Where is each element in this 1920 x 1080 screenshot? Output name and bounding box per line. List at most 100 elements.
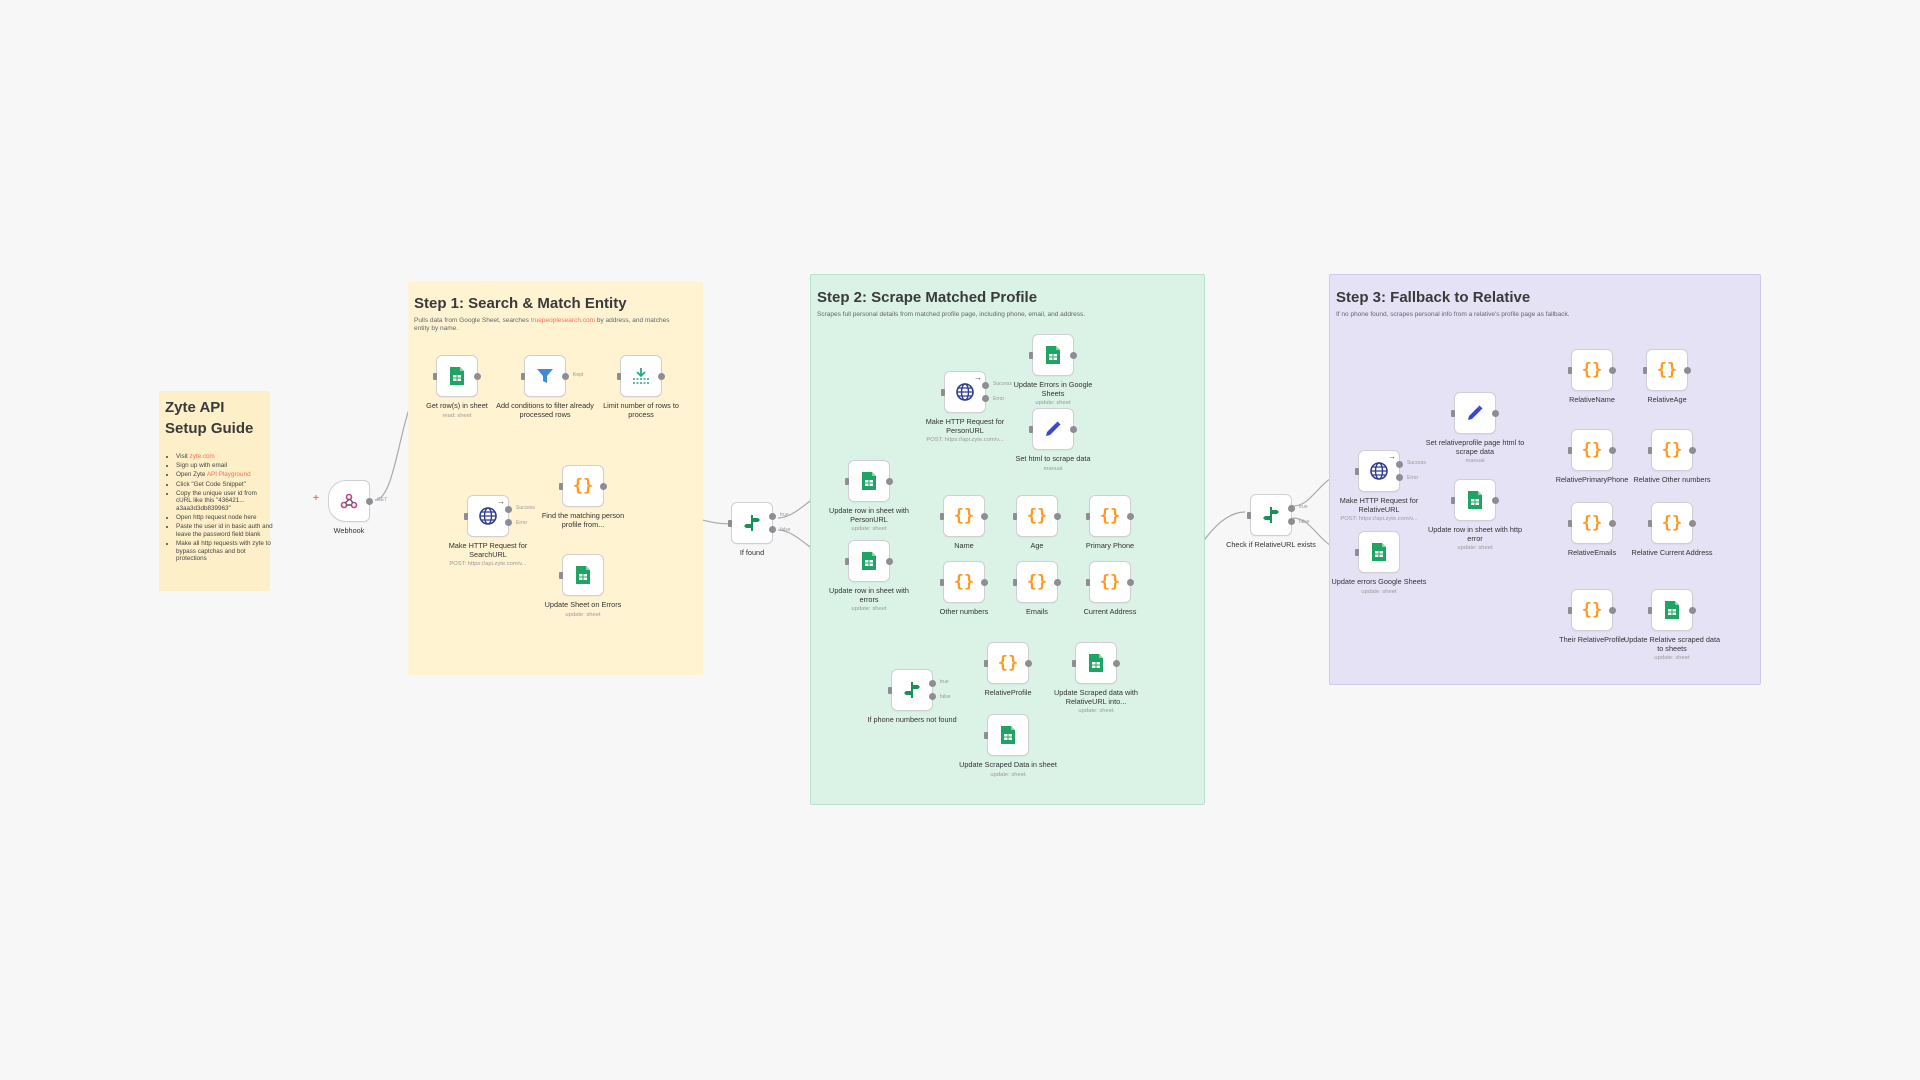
input-port[interactable] bbox=[1029, 425, 1033, 433]
input-port[interactable] bbox=[1568, 446, 1572, 454]
output-port-true[interactable] bbox=[769, 512, 776, 520]
output-port[interactable] bbox=[366, 497, 373, 505]
node-check-relativeurl[interactable]: true false Check if RelativeURL exists bbox=[1226, 494, 1316, 549]
input-port[interactable] bbox=[984, 731, 988, 739]
output-port[interactable] bbox=[1492, 409, 1499, 417]
output-port[interactable] bbox=[1070, 351, 1077, 359]
input-port[interactable] bbox=[617, 372, 621, 380]
input-port[interactable] bbox=[1648, 606, 1652, 614]
input-port[interactable] bbox=[1451, 409, 1455, 417]
node-webhook[interactable]: GET Webhook bbox=[328, 480, 387, 535]
output-port[interactable] bbox=[1609, 519, 1616, 527]
output-port[interactable] bbox=[886, 477, 893, 485]
node-emails[interactable]: {} Emails bbox=[1013, 561, 1061, 616]
output-port[interactable] bbox=[981, 512, 988, 520]
output-port-error[interactable] bbox=[505, 519, 512, 527]
node-their-relative-profile[interactable]: {} Their RelativeProfile bbox=[1559, 589, 1625, 644]
node-http-person[interactable]: → Success Error Make HTTP Request for Pe… bbox=[926, 371, 1012, 443]
output-port[interactable] bbox=[1689, 446, 1696, 454]
node-filter[interactable]: Kept Add conditions to filter already pr… bbox=[496, 355, 594, 418]
node-http-relative[interactable]: → Success Error Make HTTP Request for Re… bbox=[1340, 450, 1426, 522]
node-relative-profile[interactable]: {} RelativeProfile bbox=[984, 642, 1032, 697]
guide-link[interactable]: zyte.com bbox=[189, 453, 215, 460]
output-port[interactable] bbox=[1492, 496, 1499, 504]
node-primary-phone[interactable]: {} Primary Phone bbox=[1086, 495, 1134, 550]
node-relative-primary-phone[interactable]: {} RelativePrimaryPhone bbox=[1556, 429, 1628, 484]
input-port[interactable] bbox=[1648, 446, 1652, 454]
node-relative-name[interactable]: {} RelativeName bbox=[1568, 349, 1616, 404]
input-port[interactable] bbox=[940, 578, 944, 586]
guide-link[interactable]: API Playground bbox=[206, 471, 251, 479]
input-port[interactable] bbox=[521, 372, 525, 380]
output-port[interactable] bbox=[1113, 659, 1120, 667]
output-port-success[interactable] bbox=[982, 381, 989, 389]
output-port[interactable] bbox=[1689, 606, 1696, 614]
output-port-error[interactable] bbox=[982, 395, 989, 403]
input-port[interactable] bbox=[1247, 511, 1251, 519]
output-port[interactable] bbox=[1054, 512, 1061, 520]
output-port-success[interactable] bbox=[1396, 460, 1403, 468]
node-name[interactable]: {} Name bbox=[940, 495, 988, 550]
input-port[interactable] bbox=[559, 571, 563, 579]
input-port[interactable] bbox=[1648, 519, 1652, 527]
node-limit[interactable]: Limit number of rows to process bbox=[603, 355, 679, 418]
input-port[interactable] bbox=[1451, 496, 1455, 504]
input-port[interactable] bbox=[1013, 512, 1017, 520]
output-port[interactable] bbox=[658, 372, 665, 380]
output-port[interactable] bbox=[1127, 512, 1134, 520]
output-port[interactable] bbox=[562, 372, 569, 380]
input-port[interactable] bbox=[464, 512, 468, 520]
output-port[interactable] bbox=[1609, 606, 1616, 614]
input-port[interactable] bbox=[1568, 519, 1572, 527]
input-port[interactable] bbox=[1013, 578, 1017, 586]
output-port[interactable] bbox=[1609, 366, 1616, 374]
input-port[interactable] bbox=[1568, 366, 1572, 374]
output-port[interactable] bbox=[981, 578, 988, 586]
output-port[interactable] bbox=[1609, 446, 1616, 454]
output-port[interactable] bbox=[600, 482, 607, 490]
input-port[interactable] bbox=[559, 482, 563, 490]
node-relative-other-numbers[interactable]: {} Relative Other numbers bbox=[1633, 429, 1711, 484]
node-find-match[interactable]: {} Find the matching person profile from… bbox=[542, 465, 624, 528]
node-relative-current-address[interactable]: {} Relative Current Address bbox=[1631, 502, 1713, 557]
input-port[interactable] bbox=[888, 686, 892, 694]
output-port-success[interactable] bbox=[505, 505, 512, 513]
node-set-relative-html[interactable]: Set relativeprofile page html to scrape … bbox=[1426, 392, 1524, 464]
output-port[interactable] bbox=[1054, 578, 1061, 586]
input-port[interactable] bbox=[1086, 578, 1090, 586]
input-port[interactable] bbox=[845, 477, 849, 485]
output-port[interactable] bbox=[886, 557, 893, 565]
output-port[interactable] bbox=[1127, 578, 1134, 586]
input-port[interactable] bbox=[1029, 351, 1033, 359]
input-port[interactable] bbox=[1086, 512, 1090, 520]
node-if-phone-not-found[interactable]: true false If phone numbers not found bbox=[867, 669, 957, 724]
output-port-false[interactable] bbox=[769, 526, 776, 534]
node-update-scraped-relativeurl[interactable]: Update Scraped data with RelativeURL int… bbox=[1054, 642, 1138, 714]
step1-link[interactable]: truepeoplesearch.com bbox=[530, 317, 596, 324]
output-port[interactable] bbox=[474, 372, 481, 380]
setup-guide-sticky[interactable]: Zyte API Setup Guide Visit zyte.com Sign… bbox=[159, 391, 273, 591]
input-port[interactable] bbox=[941, 388, 945, 396]
output-port[interactable] bbox=[1684, 366, 1691, 374]
input-port[interactable] bbox=[433, 372, 437, 380]
input-port[interactable] bbox=[728, 519, 732, 527]
output-port-true[interactable] bbox=[1288, 504, 1295, 512]
input-port[interactable] bbox=[1355, 467, 1359, 475]
output-port[interactable] bbox=[1025, 659, 1032, 667]
add-trigger-icon[interactable]: + bbox=[313, 493, 319, 504]
input-port[interactable] bbox=[1568, 606, 1572, 614]
input-port[interactable] bbox=[1355, 548, 1359, 556]
output-port-false[interactable] bbox=[929, 693, 936, 701]
node-other-numbers[interactable]: {} Other numbers bbox=[940, 561, 988, 616]
node-relative-age[interactable]: {} RelativeAge bbox=[1643, 349, 1691, 404]
output-port-false[interactable] bbox=[1288, 518, 1295, 526]
